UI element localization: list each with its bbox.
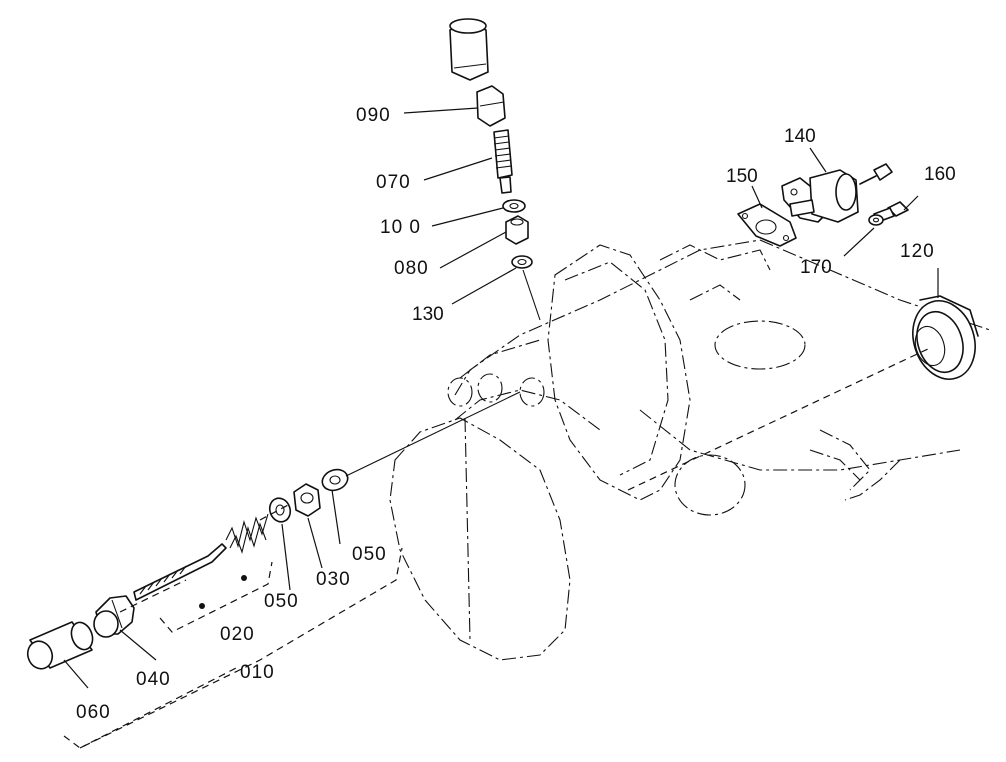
label-090: 090	[356, 105, 391, 126]
label-010: 010	[240, 662, 275, 683]
part-170-washer	[868, 214, 884, 226]
label-160: 160	[924, 164, 956, 185]
label-150: 150	[726, 166, 758, 187]
part-050-washer-right	[321, 468, 349, 492]
label-130: 130	[412, 304, 444, 325]
label-070: 070	[376, 172, 411, 193]
label-120: 120	[900, 241, 935, 262]
label-100: 10 0	[380, 217, 421, 238]
label-170: 170	[800, 257, 832, 278]
part-130-washer	[511, 255, 533, 269]
part-140-solenoid	[781, 163, 893, 223]
part-080-small-nut	[505, 215, 529, 245]
part-030-nut	[293, 483, 321, 517]
label-140: 140	[784, 126, 816, 147]
label-050-left: 050	[264, 591, 299, 612]
assembly-guide-lines	[63, 347, 931, 749]
part-040-plug-nut	[93, 595, 135, 638]
part-100-washer	[502, 199, 526, 213]
part-090-cap-nut	[449, 18, 506, 127]
part-020-spring-rod	[133, 513, 269, 609]
label-020: 020	[220, 624, 255, 645]
label-080: 080	[394, 258, 429, 279]
leader-lines	[63, 107, 939, 689]
part-050-washer-left	[268, 497, 292, 523]
label-040: 040	[136, 669, 171, 690]
label-030: 030	[316, 569, 351, 590]
part-120-oil-seal	[912, 295, 979, 380]
part-labels: 090 070 10 0 080 130 140 150 160 170 120…	[76, 105, 956, 723]
label-050-right: 050	[352, 544, 387, 565]
part-070-threaded-stud	[493, 129, 513, 194]
transmission-housing	[389, 239, 991, 661]
label-060: 060	[76, 702, 111, 723]
part-150-gasket	[737, 203, 797, 247]
part-060-cap	[26, 621, 94, 670]
